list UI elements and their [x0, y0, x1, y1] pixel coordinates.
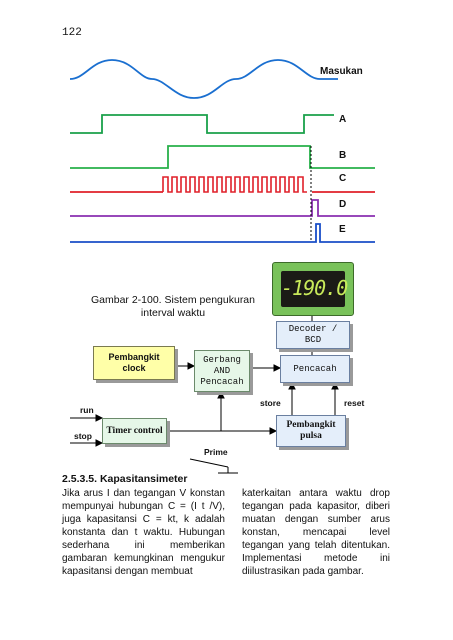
wave-b — [70, 145, 375, 169]
wave-a — [70, 114, 334, 134]
wave-c — [70, 176, 375, 193]
label-d: D — [339, 199, 347, 210]
block-timer-control-label: Timer control — [106, 425, 163, 436]
label-b: B — [339, 150, 347, 161]
paragraph-left: Jika arus I dan tegangan V konstan mempu… — [62, 488, 225, 577]
block-decoder: Decoder / BCD — [276, 321, 350, 349]
label-run: run — [80, 405, 94, 415]
block-pembangkit-clock-label: Pembangkit clock — [108, 352, 160, 373]
block-pembangkit-clock: Pembangkit clock — [93, 346, 175, 380]
label-masukan: Masukan — [320, 66, 363, 77]
lcd-reading: -190.0 — [281, 276, 348, 300]
block-pencacah-label: Pencacah — [293, 363, 337, 374]
label-reset: reset — [344, 398, 365, 408]
lcd-display: -190.0 — [272, 262, 354, 316]
block-timer-control: Timer control — [102, 418, 167, 444]
block-pembangkit-pulsa: Pembangkit pulsa — [276, 415, 346, 447]
figure-caption: Gambar 2-100. Sistem pengukuran interval… — [90, 294, 255, 319]
wave-d — [70, 199, 375, 217]
block-pembangkit-pulsa-label: Pembangkit pulsa — [286, 420, 336, 441]
label-store: store — [260, 398, 281, 408]
label-a: A — [339, 114, 347, 125]
block-gerbang: Gerbang AND Pencacah — [194, 350, 250, 392]
page-number: 122 — [62, 27, 82, 39]
paragraph-right: katerkaitan antara waktu drop tegangan p… — [242, 488, 390, 577]
block-gerbang-label: Gerbang AND Pencacah — [200, 354, 244, 387]
section-title: 2.5.3.5. Kapasitansimeter — [62, 473, 188, 485]
block-pencacah: Pencacah — [280, 355, 350, 383]
wave-e — [70, 223, 375, 243]
label-e: E — [339, 224, 346, 235]
label-stop: stop — [74, 431, 92, 441]
label-prime: Prime — [204, 447, 228, 457]
block-decoder-label: Decoder / BCD — [288, 324, 338, 345]
sine-wave — [69, 59, 338, 99]
label-c: C — [339, 173, 347, 184]
